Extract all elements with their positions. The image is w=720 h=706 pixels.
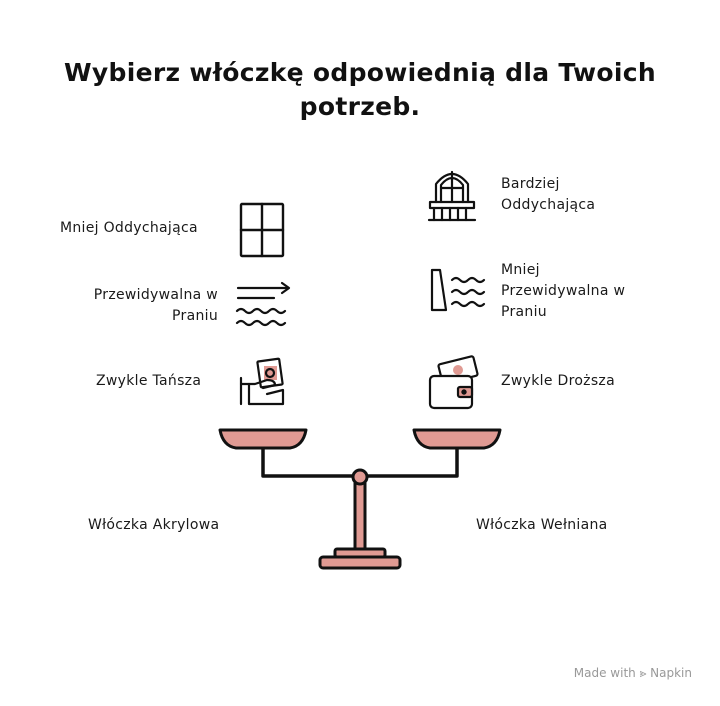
label-predictable-line2: Praniu bbox=[172, 308, 218, 324]
waves-wall-icon bbox=[430, 268, 486, 312]
label-predictable-wash: Przewidywalna w Praniu bbox=[40, 285, 218, 327]
label-more-breathable-line1: Bardziej bbox=[501, 176, 560, 192]
label-less-predictable-line1: Mniej bbox=[501, 262, 540, 278]
label-more-breathable: Bardziej Oddychająca bbox=[501, 174, 595, 216]
wallet-money-icon bbox=[428, 355, 479, 410]
label-less-predictable-wash: Mniej Przewidywalna w Praniu bbox=[501, 260, 625, 323]
label-acrylic-yarn: Włóczka Akrylowa bbox=[88, 517, 220, 533]
label-more-breathable-line2: Oddychająca bbox=[501, 197, 596, 213]
water-arrow-icon bbox=[235, 281, 291, 327]
window-icon bbox=[239, 202, 285, 258]
label-predictable-line1: Przewidywalna w bbox=[93, 287, 218, 303]
label-less-predictable-line2: Przewidywalna w bbox=[501, 283, 626, 299]
hand-money-icon bbox=[239, 357, 285, 406]
napkin-brand[interactable]: Made with ⪢ Napkin bbox=[573, 666, 692, 680]
scale-base-bottom bbox=[318, 555, 402, 570]
page-title: Wybierz włóczkę odpowiednią dla Twoich p… bbox=[64, 58, 656, 121]
label-wool-yarn: Włóczka Wełniana bbox=[476, 517, 608, 533]
scale-pillar bbox=[353, 474, 367, 552]
label-more-expensive: Zwykle Droższa bbox=[501, 373, 615, 389]
balcony-window-icon bbox=[427, 170, 477, 222]
scale-pivot bbox=[351, 468, 369, 486]
right-pan bbox=[412, 428, 502, 450]
left-pan bbox=[218, 428, 308, 450]
label-cheaper: Zwykle Tańsza bbox=[96, 373, 202, 389]
label-less-breathable: Mniej Oddychająca bbox=[60, 220, 198, 236]
label-less-predictable-line3: Praniu bbox=[501, 304, 547, 320]
